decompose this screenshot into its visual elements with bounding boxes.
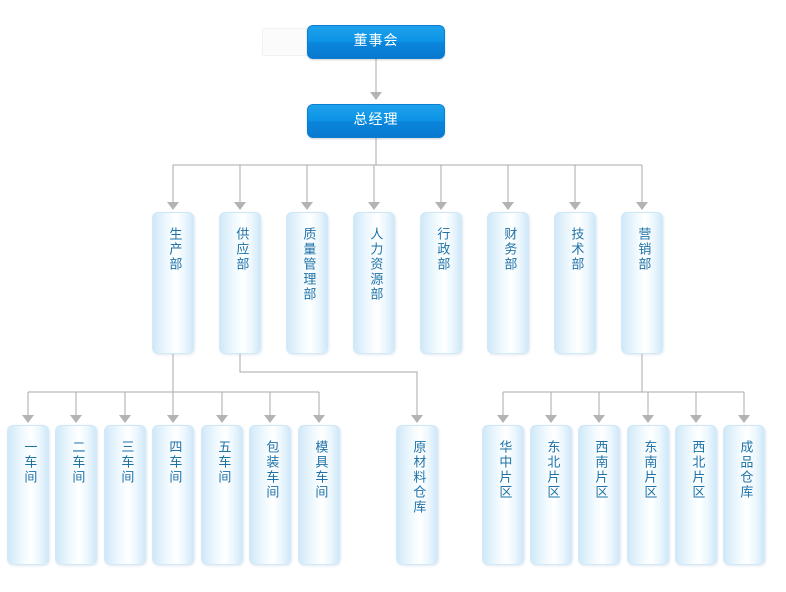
org-node-label-ws_pack: 包装车间 <box>263 440 279 500</box>
arrow-to-ws5-icon <box>216 415 228 423</box>
org-node-ws_mold[interactable]: 模具车间 <box>298 425 340 565</box>
org-node-production[interactable]: 生产部 <box>152 212 194 354</box>
org-node-label-supply: 供应部 <box>233 227 249 272</box>
org-node-quality[interactable]: 质量管理部 <box>286 212 328 354</box>
arrow-to-region-nw-icon <box>690 415 702 423</box>
org-node-label-tech: 技术部 <box>568 227 584 272</box>
arrow-to-ws3-icon <box>119 415 131 423</box>
org-node-label-marketing: 营销部 <box>635 227 651 272</box>
org-node-hr[interactable]: 人力资源部 <box>353 212 395 354</box>
org-node-label-ws4: 四车间 <box>166 440 182 485</box>
org-node-ws_pack[interactable]: 包装车间 <box>249 425 291 565</box>
arrow-to-ws-pack-icon <box>264 415 276 423</box>
org-node-label-ws1: 一车间 <box>21 440 37 485</box>
org-node-ws3[interactable]: 三车间 <box>104 425 146 565</box>
org-node-label-ws5: 五车间 <box>215 440 231 485</box>
org-node-label-region_ne: 东北片区 <box>544 440 560 500</box>
org-node-region_ne[interactable]: 东北片区 <box>530 425 572 565</box>
org-node-region_se[interactable]: 东南片区 <box>627 425 669 565</box>
org-node-label-ws_mold: 模具车间 <box>312 440 328 500</box>
org-node-label-gm: 总经理 <box>353 112 399 129</box>
org-node-ws5[interactable]: 五车间 <box>201 425 243 565</box>
arrow-to-production-icon <box>167 202 179 210</box>
org-node-label-hr: 人力资源部 <box>367 227 383 302</box>
org-node-label-finance: 财务部 <box>501 227 517 272</box>
arrow-to-ws-mold-icon <box>313 415 325 423</box>
org-node-admin[interactable]: 行政部 <box>420 212 462 354</box>
arrow-to-finance-icon <box>502 202 514 210</box>
org-node-region_hz[interactable]: 华中片区 <box>482 425 524 565</box>
arrow-to-ws4-icon <box>167 415 179 423</box>
org-node-label-fin_wh: 成品仓库 <box>737 440 753 500</box>
org-node-label-region_se: 东南片区 <box>641 440 657 500</box>
arrow-to-raw-wh-icon <box>411 415 423 423</box>
org-node-raw_wh[interactable]: 原材料仓库 <box>396 425 438 565</box>
org-node-marketing[interactable]: 营销部 <box>621 212 663 354</box>
org-node-label-region_hz: 华中片区 <box>496 440 512 500</box>
org-node-board[interactable]: 董事会 <box>307 25 445 59</box>
org-node-label-ws2: 二车间 <box>69 440 85 485</box>
arrow-to-quality-icon <box>301 202 313 210</box>
org-node-region_nw[interactable]: 西北片区 <box>675 425 717 565</box>
arrow-to-tech-icon <box>569 202 581 210</box>
org-node-label-board: 董事会 <box>353 33 399 50</box>
org-node-ws1[interactable]: 一车间 <box>7 425 49 565</box>
arrow-to-region-sw-icon <box>593 415 605 423</box>
arrow-to-ws2-icon <box>70 415 82 423</box>
org-node-finance[interactable]: 财务部 <box>487 212 529 354</box>
org-node-label-quality: 质量管理部 <box>300 227 316 302</box>
org-node-fin_wh[interactable]: 成品仓库 <box>723 425 765 565</box>
org-node-label-production: 生产部 <box>166 227 182 272</box>
org-node-label-ws3: 三车间 <box>118 440 134 485</box>
arrow-to-region-ne-icon <box>545 415 557 423</box>
org-node-ws4[interactable]: 四车间 <box>152 425 194 565</box>
arrow-to-hr-icon <box>368 202 380 210</box>
arrow-to-marketing-icon <box>636 202 648 210</box>
connector-supply-elbow <box>239 354 418 415</box>
arrow-to-region-se-icon <box>642 415 654 423</box>
arrow-to-fin-wh-icon <box>738 415 750 423</box>
arrow-to-admin-icon <box>435 202 447 210</box>
arrow-to-supply-icon <box>234 202 246 210</box>
org-node-label-region_sw: 西南片区 <box>592 440 608 500</box>
org-node-label-region_nw: 西北片区 <box>689 440 705 500</box>
org-node-label-admin: 行政部 <box>434 227 450 272</box>
arrow-to-region-hz-icon <box>497 415 509 423</box>
org-node-label-raw_wh: 原材料仓库 <box>410 440 426 515</box>
org-node-tech[interactable]: 技术部 <box>554 212 596 354</box>
arrow-to-gm-icon <box>370 92 382 100</box>
org-node-ws2[interactable]: 二车间 <box>55 425 97 565</box>
arrow-to-ws1-icon <box>22 415 34 423</box>
org-node-region_sw[interactable]: 西南片区 <box>578 425 620 565</box>
org-node-gm[interactable]: 总经理 <box>307 104 445 138</box>
org-node-supply[interactable]: 供应部 <box>219 212 261 354</box>
background-band <box>262 28 312 56</box>
